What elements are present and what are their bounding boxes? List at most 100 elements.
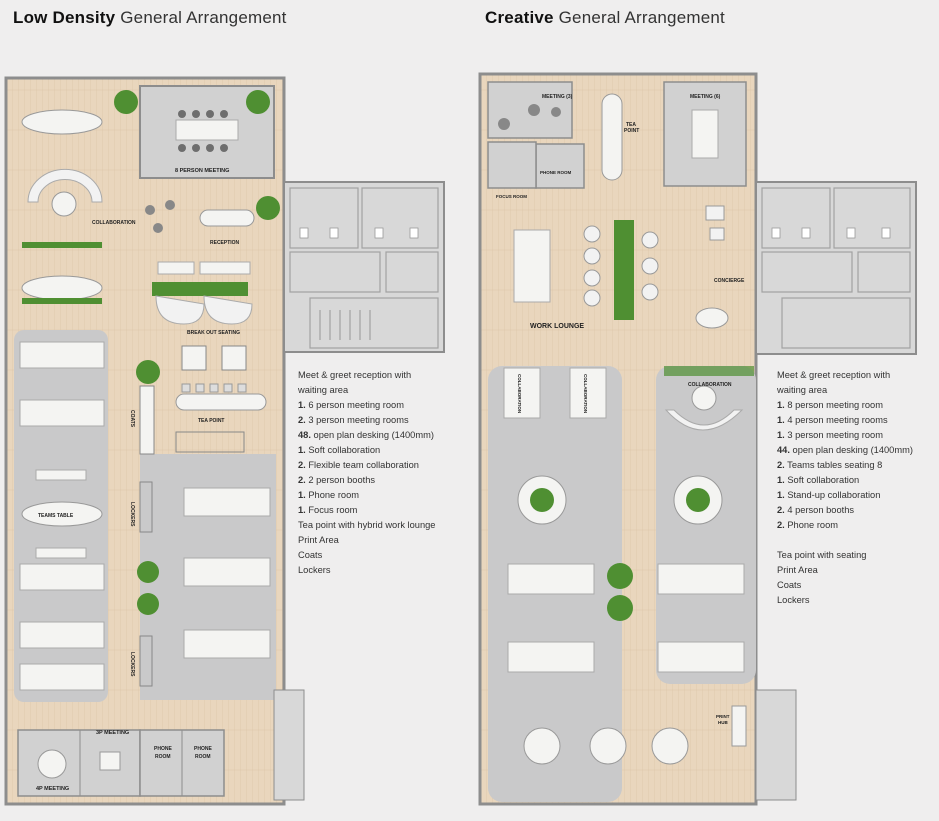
legend-count: 48.	[298, 430, 311, 440]
low-density-floor-plan: 8 PERSON MEETING COLLABORATION RECEPTION…	[4, 76, 445, 806]
legend-count: 1.	[777, 430, 785, 440]
legend-text: Flexible team collaboration	[305, 460, 419, 470]
legend-item: 2. 3 person meeting rooms	[298, 413, 435, 428]
legend-item: 1. Focus room	[298, 503, 435, 518]
legend-text: 2 person booths	[305, 475, 376, 485]
legend-text: waiting area	[777, 385, 828, 395]
left-title-rest: General Arrangement	[115, 8, 287, 27]
legend-text: Phone room	[784, 520, 838, 530]
legend-item: 2. Flexible team collaboration	[298, 458, 435, 473]
label-print-hub-2: HUB	[718, 720, 728, 725]
legend-text: Print Area	[777, 565, 818, 575]
legend-item: 1. 3 person meeting room	[777, 428, 913, 443]
legend-item: 2. Teams tables seating 8	[777, 458, 913, 473]
legend-text: 6 person meeting room	[305, 400, 404, 410]
legend-item: 1. 4 person meeting rooms	[777, 413, 913, 428]
left-plants-top	[114, 90, 280, 220]
legend-count: 1.	[777, 490, 785, 500]
legend-item: 1. Phone room	[298, 488, 435, 503]
legend-count: 1.	[298, 400, 306, 410]
legend-item: Print Area	[298, 533, 435, 548]
creative-floor-plan: MEETING (3) MEETING (6) TEA POINT PHONE …	[478, 72, 917, 806]
left-desks-east	[183, 487, 271, 659]
legend-text: Teams tables seating 8	[784, 460, 883, 470]
legend-item: 1. 6 person meeting room	[298, 398, 435, 413]
label-teams-table: TEAMS TABLE	[38, 513, 74, 519]
legend-item: 1. Stand-up collaboration	[777, 488, 913, 503]
label-phone-room-1a: PHONE	[154, 746, 172, 752]
legend-count: 44.	[777, 445, 790, 455]
right-desks	[507, 563, 745, 673]
right-core	[755, 181, 917, 355]
label-phone-room-1b: ROOM	[155, 754, 171, 760]
legend-text: 4 person booths	[784, 505, 855, 515]
label-break-out-seating: BREAK OUT SEATING	[187, 330, 240, 336]
legend-count: 2.	[777, 520, 785, 530]
legend-item: 2. Phone room	[777, 518, 913, 533]
legend-text: Print Area	[298, 535, 339, 545]
legend-text: Meet & greet reception with	[777, 370, 891, 380]
legend-item: Tea point with seating	[777, 548, 913, 563]
label-work-lounge: WORK LOUNGE	[530, 323, 584, 330]
legend-item: Meet & greet reception with	[298, 368, 435, 383]
legend-item: Print Area	[777, 563, 913, 578]
right-desk-zone-east	[656, 366, 756, 684]
legend-count: 1.	[777, 475, 785, 485]
legend-count: 1.	[777, 400, 785, 410]
legend-text: Soft collaboration	[784, 475, 860, 485]
right-legend: Meet & greet reception with waiting area 1…	[777, 368, 913, 608]
label-phone-room-right: PHONE ROOM	[540, 170, 572, 175]
legend-text: Stand-up collaboration	[784, 490, 881, 500]
legend-item: 48. open plan desking (1400mm)	[298, 428, 435, 443]
legend-text: Focus room	[305, 505, 358, 515]
right-title-rest: General Arrangement	[553, 8, 725, 27]
label-phone-room-2a: PHONE	[194, 746, 212, 752]
left-core	[283, 181, 445, 353]
label-reception: RECEPTION	[210, 240, 240, 246]
legend-text: Tea point with hybrid work lounge	[298, 520, 436, 530]
legend-text: Coats	[777, 580, 802, 590]
legend-count: 1.	[298, 490, 306, 500]
label-concierge: CONCIERGE	[714, 278, 745, 284]
label-collaboration-c: COLLABORATION	[688, 382, 732, 388]
legend-text: 3 person meeting rooms	[305, 415, 409, 425]
legend-count: 2.	[298, 475, 306, 485]
legend-item: Lockers	[298, 563, 435, 578]
right-plan-title: Creative General Arrangement	[485, 8, 725, 28]
right-title-bold: Creative	[485, 8, 554, 27]
label-collaboration-left: COLLABORATION	[92, 220, 136, 226]
left-desks-west	[19, 341, 105, 691]
legend-text: open plan desking (1400mm)	[789, 445, 913, 455]
legend-item: waiting area	[298, 383, 435, 398]
legend-item: Coats	[298, 548, 435, 563]
legend-text: open plan desking (1400mm)	[310, 430, 434, 440]
label-phone-room-2b: ROOM	[195, 754, 211, 760]
legend-text: 8 person meeting room	[784, 400, 883, 410]
label-print-hub-1: PRINT	[716, 714, 730, 719]
legend-item	[777, 533, 913, 548]
label-tea-point-1: TEA	[626, 122, 636, 128]
legend-text: Soft collaboration	[305, 445, 381, 455]
legend-item: Tea point with hybrid work lounge	[298, 518, 435, 533]
legend-item: 44. open plan desking (1400mm)	[777, 443, 913, 458]
label-8-person-meeting: 8 PERSON MEETING	[175, 168, 229, 174]
label-meeting-6: MEETING (6)	[690, 94, 721, 100]
legend-text: Lockers	[298, 565, 331, 575]
label-lockers-2: LOCKERS	[129, 652, 135, 677]
legend-item: Coats	[777, 578, 913, 593]
legend-text: Meet & greet reception with	[298, 370, 412, 380]
legend-text: Lockers	[777, 595, 810, 605]
left-title-bold: Low Density	[13, 8, 116, 27]
label-coats: COATS	[129, 410, 135, 428]
legend-count: 1.	[298, 505, 306, 515]
legend-item: 1. Soft collaboration	[777, 473, 913, 488]
legend-item: 2. 2 person booths	[298, 473, 435, 488]
legend-count: 1.	[298, 445, 306, 455]
legend-item: waiting area	[777, 383, 913, 398]
legend-count: 2.	[298, 415, 306, 425]
left-plan-title: Low Density General Arrangement	[13, 8, 287, 28]
label-meeting-3: MEETING (3)	[542, 94, 573, 100]
legend-item: Lockers	[777, 593, 913, 608]
legend-text: 3 person meeting room	[784, 430, 883, 440]
